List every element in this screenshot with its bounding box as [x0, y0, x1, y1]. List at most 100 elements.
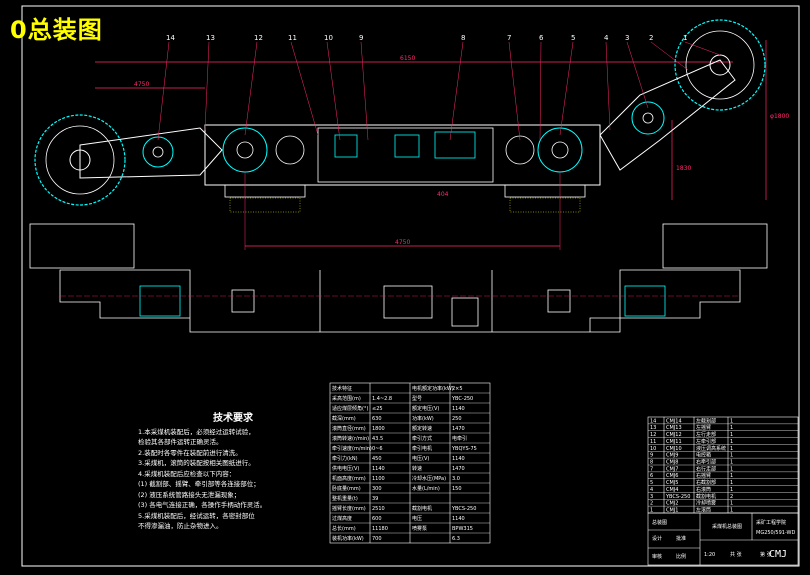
parts-cell: 7 [650, 466, 653, 472]
requirement-line: 1.本采煤机装配后，必须经过运转试验， [138, 427, 255, 436]
parts-cell: 左牵引部 [696, 438, 716, 445]
parts-cell: 1 [730, 460, 733, 466]
parts-cell: 9 [650, 453, 653, 459]
machine-body [204, 124, 601, 186]
parts-cell: CMJ2 [666, 501, 678, 507]
spec-cell: 电压 [412, 515, 422, 522]
parts-cell: 6 [650, 473, 653, 479]
spec-cell: 39 [372, 496, 378, 502]
parts-cell: 13 [650, 425, 656, 431]
spec-cell: 450 [372, 456, 382, 462]
spec-cell: 额定电压(V) [412, 405, 439, 412]
left-haulage-wheel-hub [236, 141, 254, 159]
parts-cell: 1 [650, 508, 653, 514]
title-block-model: MG250/591-WD [756, 530, 796, 536]
requirement-line: 不得渗漏油，防止杂物进入。 [138, 522, 223, 530]
parts-cell: 14 [650, 418, 656, 424]
spec-cell: 43.5 [372, 436, 383, 442]
spec-cell: 截深(mm) [332, 415, 356, 422]
spec-cell: 牵引速度(m/min) [332, 445, 372, 452]
signature: CMJ [769, 549, 788, 560]
spec-cell: 3.0 [452, 476, 460, 482]
left-drum-plan [29, 223, 135, 269]
parts-cell: 左行走部 [696, 431, 716, 438]
spec-cell: 适应煤层倾角(°) [332, 405, 368, 412]
spec-cell: 卧底量(mm) [332, 485, 361, 492]
parts-cell: CMJ8 [666, 460, 678, 466]
parts-cell: 右行走部 [696, 465, 716, 472]
spec-cell: 电牵引 [452, 435, 467, 442]
parts-cell: 1 [730, 501, 733, 507]
left-drum-inner [45, 125, 115, 195]
parts-cell: 8 [650, 460, 653, 466]
parts-cell: 右滚筒 [696, 486, 711, 493]
title-block-sheet: 总装图 [652, 519, 667, 526]
parts-cell: 右摇臂 [696, 472, 711, 479]
spec-cell: 过煤高度 [332, 515, 352, 522]
title-block [647, 512, 799, 566]
parts-cell: CMJ11 [666, 439, 682, 445]
parts-cell: 12 [650, 432, 656, 438]
spec-cell: 型号 [412, 395, 422, 402]
spec-cell: YBCS-250 [451, 506, 476, 512]
spec-cell: 功率(kW) [412, 415, 434, 422]
dim-top-label: 6150 [400, 55, 415, 62]
parts-cell: 1 [730, 466, 733, 472]
parts-cell: 11 [650, 439, 656, 445]
parts-cell: CMJ13 [666, 425, 682, 431]
requirement-line: 2.装配时各零件在装配前进行清洗。 [138, 448, 242, 457]
right-drum-plan [662, 223, 768, 269]
spec-cell: 水量(L/min) [412, 485, 440, 492]
spec-cell: 整机重量(t) [332, 495, 358, 502]
parts-cell: 右牵引部 [696, 459, 716, 466]
spec-cell: 11180 [372, 526, 388, 532]
parts-cell: 10 [650, 446, 656, 452]
right-rail-hatch [509, 197, 581, 213]
spec-cell: 600 [372, 516, 382, 522]
machine-side-view: 6150 4750 φ1800 1830 [34, 19, 789, 250]
parts-cell: CMJ10 [666, 446, 682, 452]
title-block-drawing-name: 采煤机总装图 [712, 523, 742, 530]
parts-cell: 左滚筒 [696, 507, 711, 514]
spec-cell: BPW315 [452, 526, 473, 532]
parts-cell: 2 [650, 501, 653, 507]
right-pinion [275, 135, 305, 165]
requirement-line: 检验其各部件运转正确灵活。 [138, 438, 223, 446]
plan-body-outline [59, 269, 741, 333]
parts-cell: CMJ1 [666, 508, 678, 514]
plan-electric [383, 285, 433, 319]
spec-cell: 滚筒转速(r/min) [332, 435, 369, 442]
parts-cell: CMJ5 [666, 480, 678, 486]
right-arm-gear-hub [642, 112, 654, 124]
spec-row-lines [330, 392, 490, 534]
spec-cell: ≤25 [372, 406, 383, 412]
part-number: 9 [359, 34, 363, 42]
left-skid [224, 184, 306, 198]
parts-cell: CMJ14 [666, 418, 682, 424]
left-arm-gear [142, 136, 174, 168]
part-number: 10 [324, 34, 333, 42]
title-block-label-scale: 比例 [676, 553, 686, 560]
parts-cell: 5 [650, 480, 653, 486]
parts-cell: 1 [730, 487, 733, 493]
drawing-frame [21, 5, 800, 567]
spec-cell: 1470 [452, 426, 465, 432]
spec-cell: 冷却水压(MPa) [412, 475, 446, 482]
part-number: 11 [288, 34, 297, 42]
spec-cell: 牵引力(kN) [332, 455, 358, 462]
part-number: 14 [166, 34, 175, 42]
part-number: 1 [683, 34, 687, 42]
part-number: 5 [571, 34, 575, 42]
right-drum-outer [674, 19, 766, 111]
left-pinion [505, 135, 535, 165]
plan-left-skid [139, 285, 181, 317]
spec-header-cell: 技术特征 [332, 385, 352, 392]
part-leaders [157, 41, 721, 141]
part-number: 3 [625, 34, 629, 42]
spec-cell: 牵引方式 [412, 435, 432, 442]
title-block-label-approve: 批准 [676, 535, 686, 542]
spec-cell: 630 [372, 416, 382, 422]
parts-cell: 1 [730, 473, 733, 479]
